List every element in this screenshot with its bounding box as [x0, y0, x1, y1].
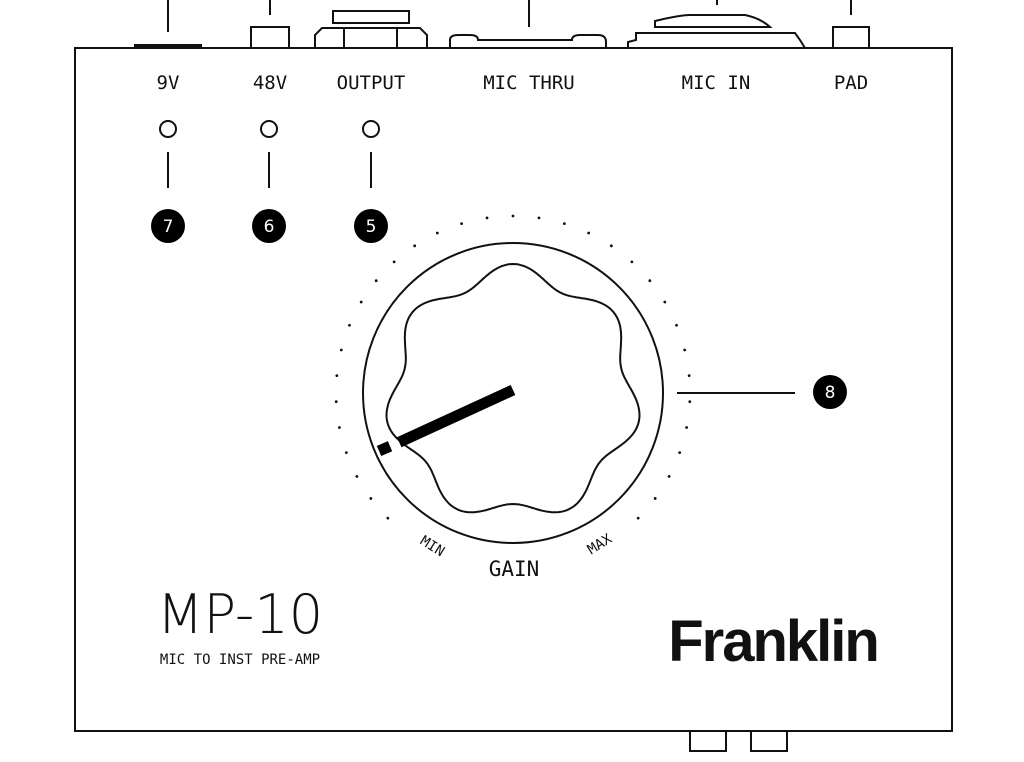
- scale-dot: [374, 279, 378, 283]
- gain-max-label: MAX: [585, 531, 615, 558]
- scale-dot: [653, 497, 657, 500]
- scale-dot: [359, 300, 363, 304]
- gain-knob-ring: [362, 242, 664, 544]
- callout-8: 8: [677, 375, 847, 409]
- svg-text:7: 7: [163, 217, 174, 237]
- brand-logo: Franklin: [668, 609, 878, 674]
- led-48v: [260, 120, 278, 188]
- pointer-tick: [376, 441, 393, 457]
- svg-text:5: 5: [366, 217, 377, 237]
- scale-dot: [344, 451, 348, 455]
- scale-dot: [413, 244, 417, 248]
- scale-dot: [339, 348, 343, 352]
- scale-dot: [683, 348, 687, 352]
- scale-dot: [609, 244, 613, 248]
- scale-dot: [675, 323, 678, 327]
- top-connectors: [134, 0, 870, 752]
- scale-dot: [369, 497, 373, 500]
- led-output: [362, 120, 380, 188]
- scale-dot: [386, 516, 390, 520]
- port-label-pad: PAD: [834, 72, 868, 94]
- svg-text:8: 8: [825, 383, 836, 403]
- scale-dot: [630, 260, 634, 264]
- gain-scale-dots: [334, 214, 692, 520]
- gain-min-label: MIN: [417, 533, 447, 560]
- callout-6: 6: [252, 209, 286, 243]
- scale-dot: [685, 426, 688, 429]
- scale-dot: [687, 374, 691, 378]
- scale-dot: [562, 222, 566, 226]
- gain-knob-pointer: [376, 385, 516, 457]
- scale-dot: [537, 216, 541, 220]
- model-name: MP-10: [157, 583, 323, 646]
- pointer-bar: [396, 385, 516, 448]
- gain-knob[interactable]: [385, 262, 641, 514]
- port-label-mic-in: MIC IN: [682, 72, 751, 94]
- led-9v: [159, 120, 177, 188]
- port-label-48v: 48V: [253, 72, 287, 94]
- port-label-output: OUTPUT: [337, 72, 406, 94]
- callout-7: 7: [151, 209, 185, 243]
- scale-dot: [335, 374, 339, 378]
- scale-dot: [392, 260, 396, 264]
- gain-label: GAIN: [489, 557, 540, 581]
- scale-dot: [348, 323, 351, 327]
- scale-dot: [355, 475, 359, 478]
- port-label-mic-thru: MIC THRU: [483, 72, 575, 94]
- scale-dot: [663, 300, 667, 304]
- scale-dot: [678, 451, 682, 455]
- port-label-9v: 9V: [157, 72, 180, 94]
- scale-dot: [688, 400, 692, 404]
- svg-text:6: 6: [264, 217, 275, 237]
- scale-dot: [667, 475, 671, 478]
- scale-dot: [587, 231, 591, 235]
- scale-dot: [636, 516, 640, 520]
- scale-dot: [460, 222, 464, 226]
- scale-dot: [338, 426, 341, 429]
- model-subtitle: MIC TO INST PRE-AMP: [160, 652, 320, 668]
- scale-dot: [435, 231, 439, 235]
- scale-dot: [485, 216, 489, 220]
- device-body: [74, 47, 953, 732]
- scale-dot: [334, 400, 338, 404]
- scale-dot: [648, 279, 652, 283]
- scale-dot: [511, 214, 515, 218]
- callout-5: 5: [354, 209, 388, 243]
